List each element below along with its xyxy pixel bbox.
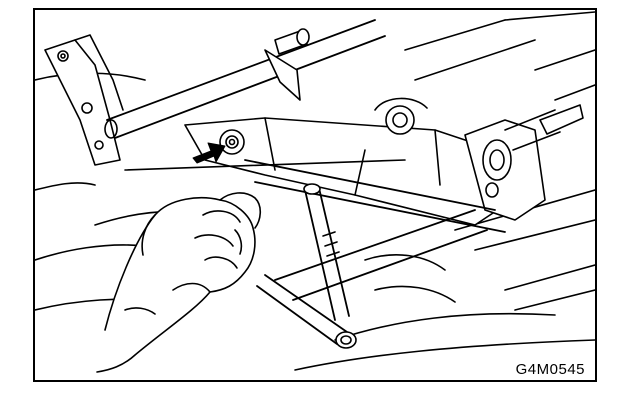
figure-code: G4M0545 [513,361,587,378]
lower-control-rods [124,159,506,301]
figure-frame: G4M0545 [33,8,597,382]
right-bushing [464,104,584,221]
main-plate [184,97,506,226]
target-bolt [219,129,245,155]
shock-absorber [303,183,350,321]
wrench-tool [256,274,357,349]
arrow-icon [192,142,226,164]
upper-pin [264,28,310,101]
mechanical-illustration [35,11,595,373]
upper-tie-rod [104,19,386,139]
upper-left-bracket [44,34,124,166]
hand [96,192,262,373]
